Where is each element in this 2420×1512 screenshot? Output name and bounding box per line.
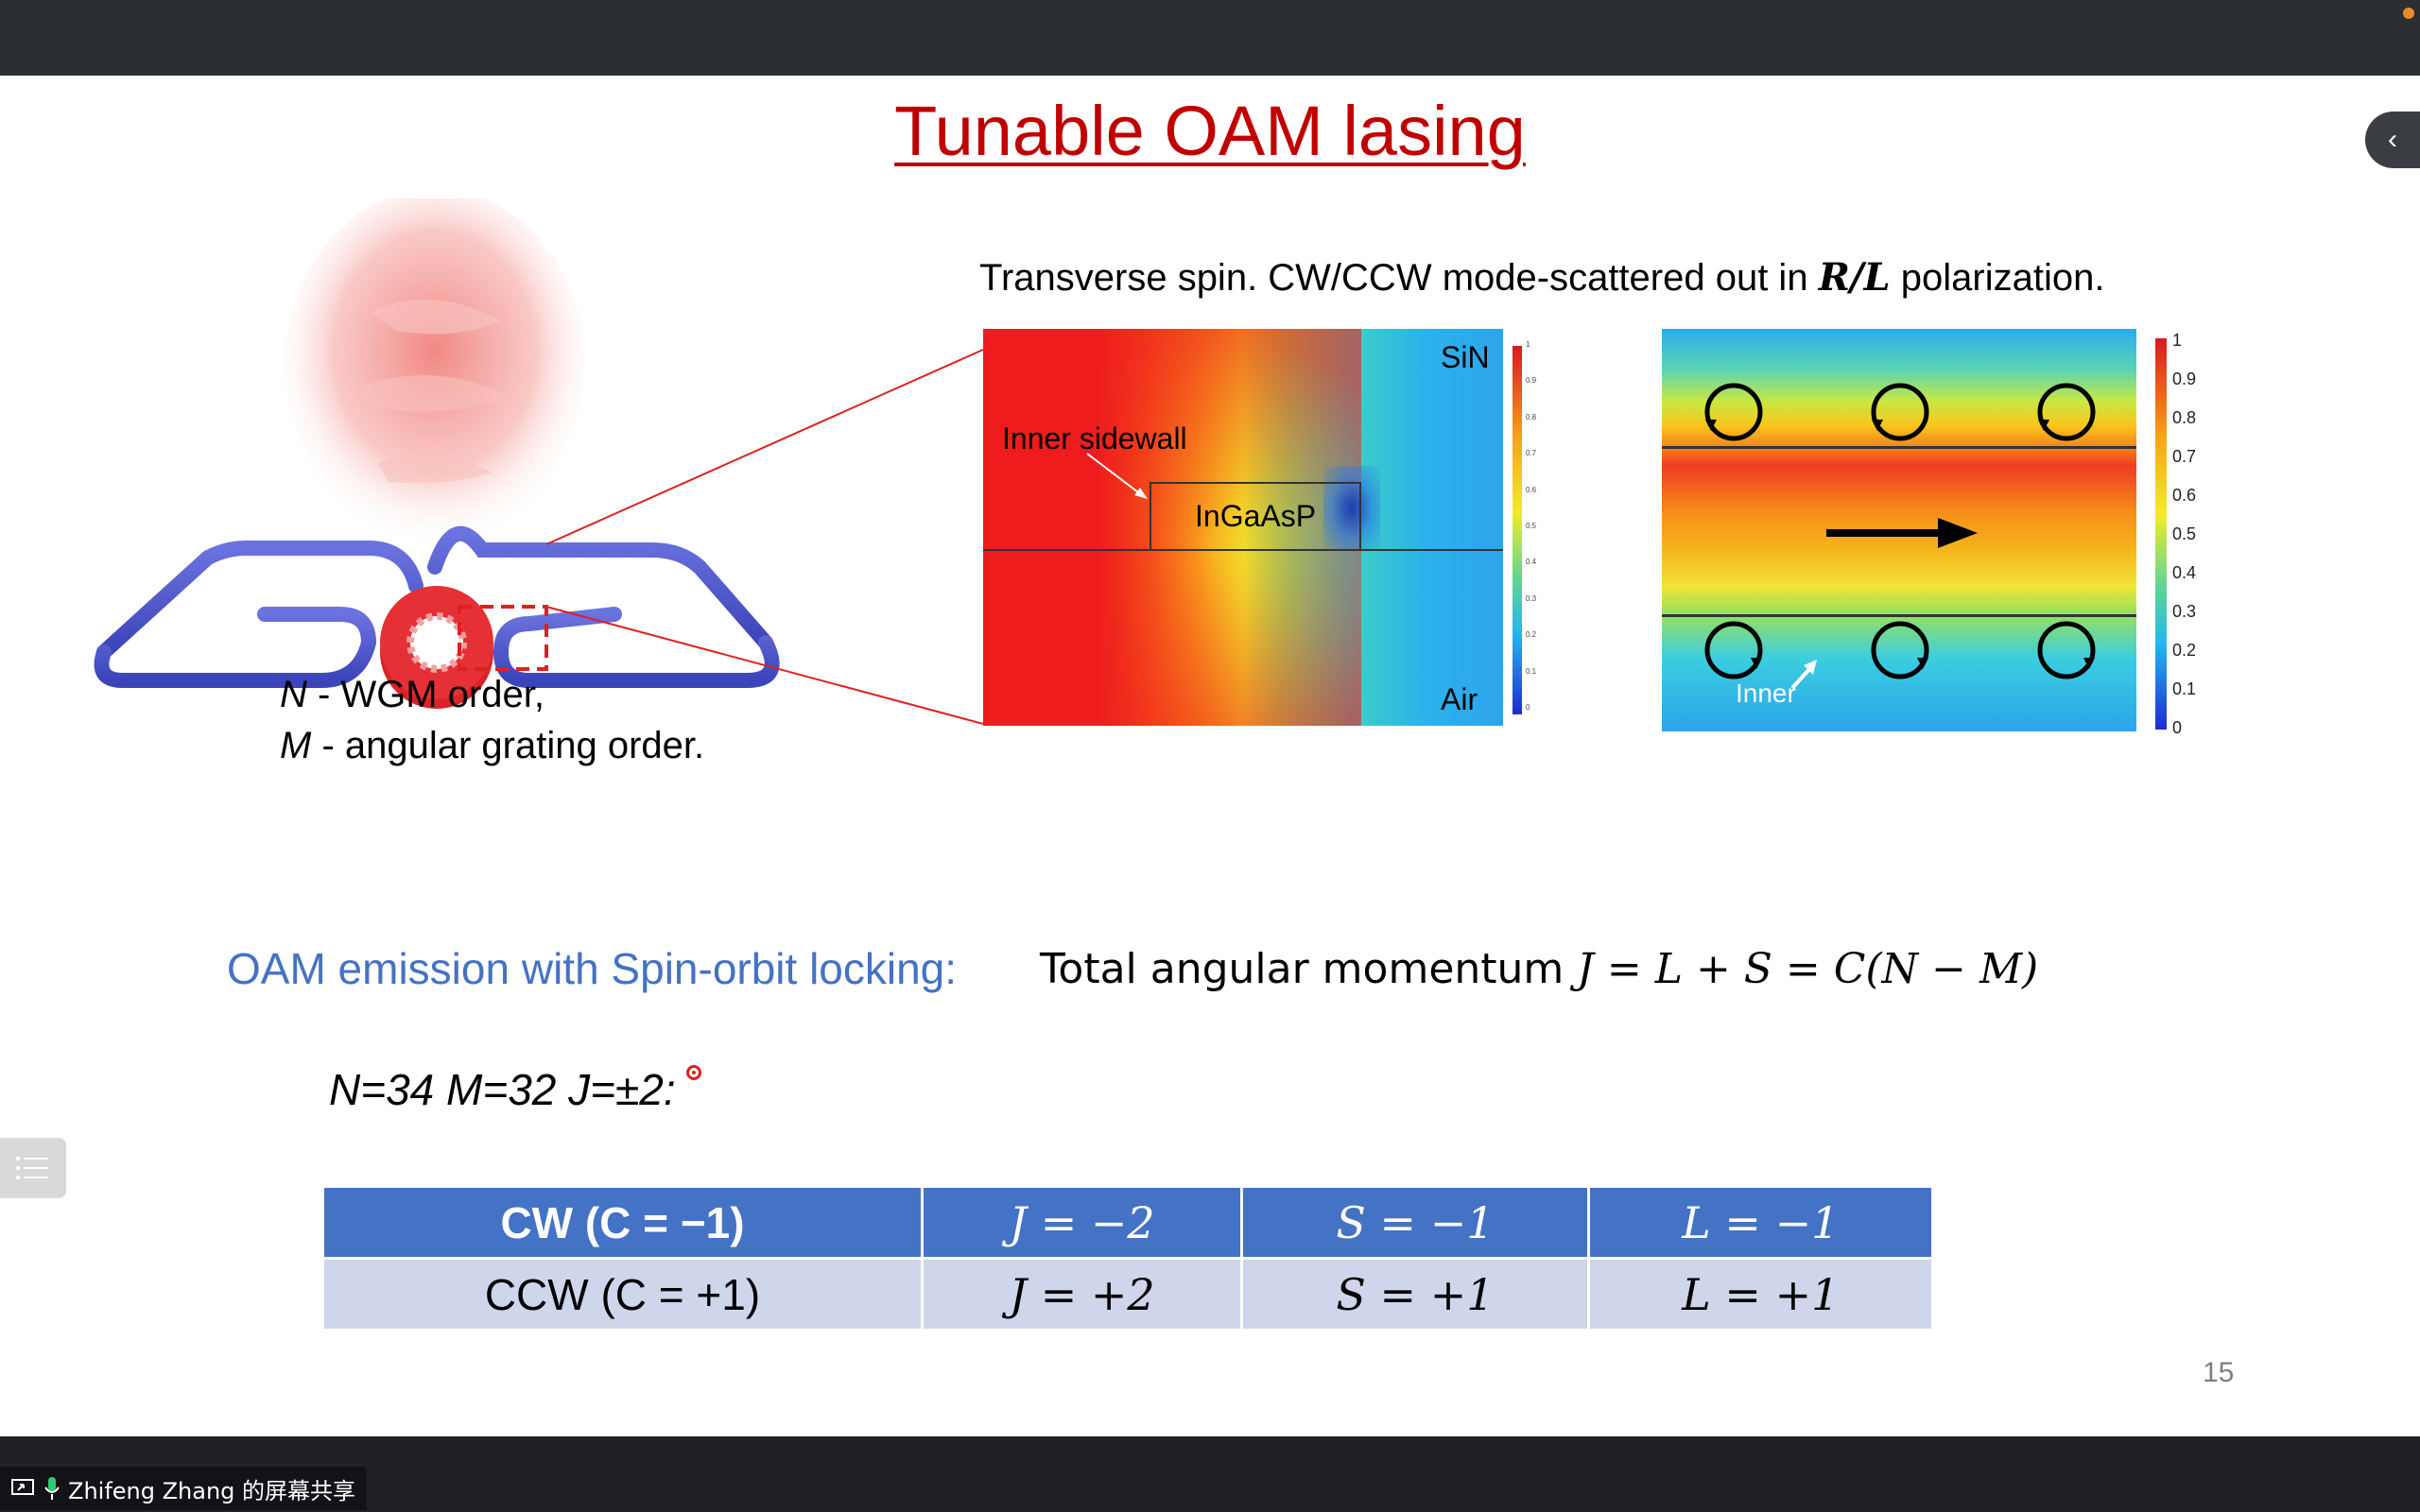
angular-momentum-table: CW (C = −1) J = −2 S = −1 L = −1 CCW (C … <box>320 1185 1935 1332</box>
colorbar-tick-label: 0.1 <box>1526 666 1537 676</box>
colorbar-tick-label: 0.4 <box>2172 563 2197 582</box>
subtitle-prefix: Transverse spin. CW/CCW mode-scattered o… <box>979 257 1819 299</box>
field-hotspot <box>1323 466 1380 551</box>
colorbar-tick-label: 0.3 <box>2172 602 2197 621</box>
colorbar-tick-label: 1 <box>2172 331 2183 350</box>
side-panel-toggle-button[interactable]: ‹ <box>2365 112 2420 168</box>
field-simulation-figure: SiN Air Inner sidewall InGaAsP <box>983 329 1503 726</box>
colorbar-tick-label: 0.1 <box>2172 679 2197 698</box>
table-cell: J = +2 <box>921 1257 1244 1332</box>
colorbar-tick-label: 0.7 <box>2172 447 2197 466</box>
oam-emission-label: OAM emission with Spin-orbit locking: <box>227 944 958 993</box>
colorbar-tick-label: 0.4 <box>1526 558 1537 567</box>
list-icon <box>16 1157 48 1179</box>
oam-ring-resonator-illustration <box>94 198 780 709</box>
colorbar-tick-label: 0.8 <box>1526 412 1537 421</box>
field-overlay <box>983 329 1361 726</box>
screen-share-icon <box>11 1479 34 1495</box>
tam-prefix: Total angular momentum <box>1040 945 1578 993</box>
colorbar-1-ticks: 1 0.9 0.8 0.7 0.6 0.5 0.4 0.3 0.2 0.1 0 <box>1526 340 1554 718</box>
table-cell: L = +1 <box>1586 1257 1935 1332</box>
screen-share-indicator[interactable]: Zhifeng Zhang 的屏幕共享 <box>0 1467 368 1510</box>
legend-m-text: - angular grating order. <box>311 725 705 766</box>
subtitle-suffix: polarization. <box>1890 257 2105 299</box>
slide-list-button[interactable] <box>0 1138 66 1198</box>
table-cell: S = −1 <box>1240 1185 1590 1260</box>
bottom-boundary-line <box>1662 614 2136 617</box>
tam-math: J = L + S = C(N − M) <box>1577 945 2039 993</box>
total-angular-momentum-equation: Total angular momentum J = L + S = C(N −… <box>1040 945 2038 993</box>
table-cell: J = −2 <box>921 1185 1244 1260</box>
colorbar-tick-label: 0.6 <box>2172 486 2197 505</box>
meeting-bottom-bar <box>0 1436 2420 1512</box>
label-inner: Inner <box>1736 679 1796 708</box>
colorbar-tick-label: 0.2 <box>2172 641 2197 660</box>
legend-nm: N - WGM order, M - angular grating order… <box>280 669 704 771</box>
colorbar-tick-label: 0 <box>2172 718 2183 737</box>
colorbar-tick-label: 0.9 <box>1526 376 1537 386</box>
label-ingaasp: InGaAsP <box>1195 499 1317 533</box>
page-number: 15 <box>2203 1357 2235 1388</box>
chevron-left-icon: ‹ <box>2388 124 2397 155</box>
figure-subtitle: Transverse spin. CW/CCW mode-scattered o… <box>979 255 2104 300</box>
presentation-slide: Tunable OAM lasing <box>0 76 2420 1436</box>
label-sin: SiN <box>1441 340 1490 374</box>
legend-n-symbol: N <box>280 674 307 715</box>
colorbar-tick-label: 0 <box>1526 703 1530 712</box>
sidewall-arrow-icon <box>1086 453 1148 499</box>
interface-line <box>983 549 1503 551</box>
subtitle-math: R/L <box>1818 255 1891 300</box>
legend-n-text: - WGM order, <box>306 674 545 715</box>
slide-title: Tunable OAM lasing <box>894 92 1526 170</box>
label-inner-sidewall: Inner sidewall <box>1002 421 1187 455</box>
table-cell: CW (C = −1) <box>320 1185 925 1260</box>
colorbar-tick-label: 0.6 <box>1526 485 1537 494</box>
meeting-top-bar <box>0 0 2420 76</box>
colorbar-tick-label: 0.5 <box>1526 522 1537 530</box>
screen-share-label: Zhifeng Zhang 的屏幕共享 <box>68 1477 356 1504</box>
table-cell: L = −1 <box>1586 1185 1935 1260</box>
colorbar-tick-label: 0.8 <box>2172 408 2197 427</box>
microphone-icon <box>44 1477 60 1500</box>
colorbar-tick-label: 0.5 <box>2172 524 2197 543</box>
colorbar-tick-label: 1 <box>1526 340 1530 349</box>
table-cell: CCW (C = +1) <box>320 1257 925 1332</box>
colorbar-2-ticks: 1 0.9 0.8 0.7 0.6 0.5 0.4 0.3 0.2 0.1 0 <box>2172 331 2220 737</box>
legend-m-symbol: M <box>280 725 312 766</box>
colorbar-tick-label: 0.9 <box>2172 369 2197 388</box>
laser-pointer-icon <box>686 1065 701 1080</box>
recording-indicator-icon <box>2403 8 2414 19</box>
colorbar-2 <box>2155 338 2167 730</box>
spin-circulation-arrows <box>1704 383 2096 690</box>
table-row: CCW (C = +1) J = +2 S = +1 L = +1 <box>320 1257 1935 1332</box>
zoom-connector-lines <box>545 349 984 725</box>
table-cell: S = +1 <box>1240 1257 1590 1332</box>
table-row: CW (C = −1) J = −2 S = −1 L = −1 <box>320 1185 1935 1260</box>
label-air: Air <box>1441 682 1478 716</box>
ingaasp-core-outline <box>1150 482 1361 550</box>
colorbar-1 <box>1512 346 1522 714</box>
colorbar-tick-label: 0.3 <box>1526 593 1537 603</box>
spin-density-figure: Inner <box>1662 329 2136 731</box>
parameters-line: N=34 M=32 J=±2: <box>329 1065 676 1114</box>
colorbar-tick-label: 0.2 <box>1526 630 1537 640</box>
top-boundary-line <box>1662 446 2136 449</box>
colorbar-tick-label: 0.7 <box>1526 449 1537 458</box>
